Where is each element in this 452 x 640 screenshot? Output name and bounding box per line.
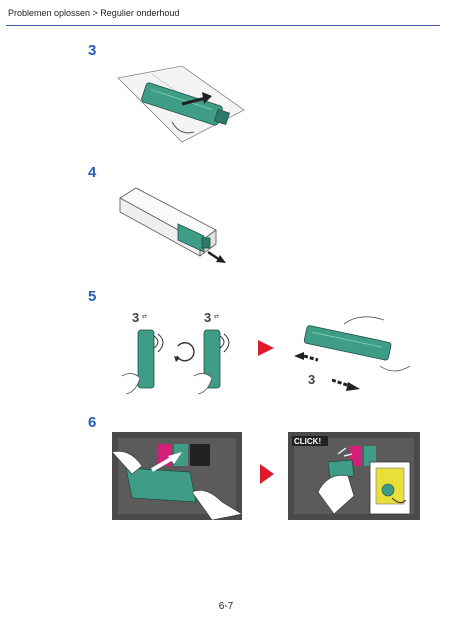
toner-cartridge-shape: [177, 223, 205, 253]
hand-outline: [121, 373, 141, 395]
click-badge: [292, 436, 328, 446]
svg-text:⇄: ⇄: [142, 313, 147, 320]
next-arrow-icon: [260, 464, 274, 484]
shake-direction-arrows: [294, 352, 360, 391]
step-3-number: 3: [88, 42, 97, 59]
vertical-cartridge-2: [203, 329, 221, 389]
page-number: 6-7: [218, 601, 234, 612]
rotate-arrow-icon: [174, 342, 195, 362]
vertical-cartridge-1: [137, 329, 155, 389]
cyan-slot: [364, 446, 376, 466]
next-arrow-icon: [258, 340, 274, 356]
toner-cartridge-shape: [125, 467, 197, 503]
black-slot: [190, 444, 210, 466]
step-3-illustration: [117, 65, 245, 143]
step-5-illustration: 3 ⇄ 3 ⇄ 3: [121, 310, 411, 395]
breadcrumb: Problemen oplossen > Regulier onderhoud: [8, 8, 180, 18]
click-label: CLICK!: [294, 437, 321, 446]
step-4-number: 4: [88, 164, 97, 181]
header-divider: [6, 25, 440, 26]
toner-cartridge-shape: [327, 459, 355, 479]
slide-arrow: [181, 96, 207, 106]
lock-lever: [375, 467, 405, 505]
magenta-slot: [350, 446, 362, 466]
step-6-illustration-left: [112, 432, 242, 520]
cyan-slot: [174, 444, 188, 466]
step-4-illustration: [119, 187, 226, 263]
shake-count-mark-3: 3: [308, 372, 315, 387]
hand-outline: [171, 121, 195, 134]
horizontal-cartridge: [303, 325, 392, 361]
step-6-illustration-right: CLICK!: [288, 432, 420, 520]
shake-count-mark-1: 3: [132, 310, 139, 325]
svg-text:⇄: ⇄: [214, 313, 219, 320]
hand-outline: [112, 451, 143, 475]
shake-count-mark-2: 3: [204, 310, 211, 325]
step-6-number: 6: [88, 414, 97, 431]
step-5-number: 5: [88, 288, 97, 305]
hand-outline: [317, 475, 355, 515]
